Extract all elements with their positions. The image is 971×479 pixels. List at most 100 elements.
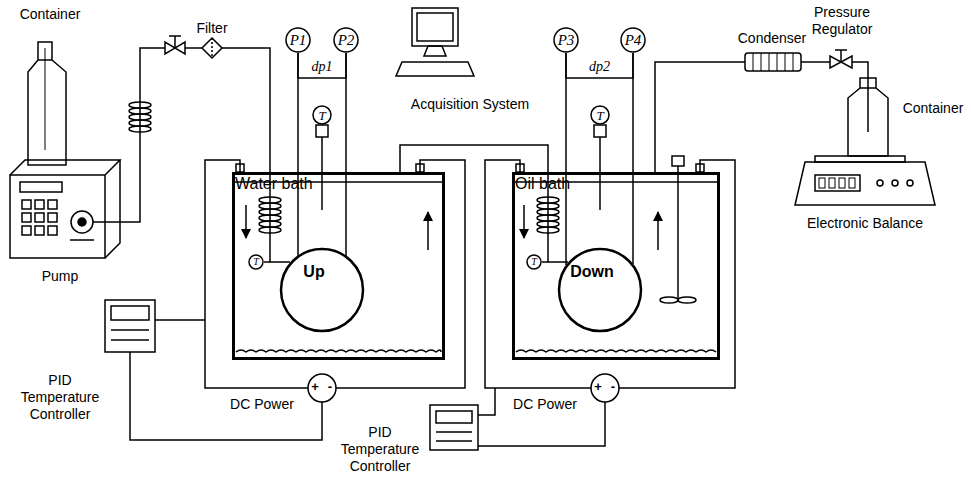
drawing-part bbox=[655, 62, 745, 172]
pump bbox=[10, 160, 120, 258]
oil-bath: DownTOil bath bbox=[512, 172, 720, 360]
drawing-part bbox=[259, 215, 281, 221]
drawing-part bbox=[259, 203, 281, 209]
drawing-part bbox=[777, 53, 778, 71]
drawing-part bbox=[849, 178, 855, 188]
drawing-part bbox=[155, 319, 205, 321]
polarity-sign: - bbox=[328, 380, 332, 393]
circle-outline bbox=[280, 248, 364, 332]
drawing-part bbox=[211, 38, 213, 58]
part-label: Acquisition System bbox=[411, 96, 529, 113]
node-label: Up bbox=[303, 264, 324, 280]
outlet-line bbox=[655, 50, 868, 172]
thermocouple: T bbox=[312, 105, 332, 125]
heater-wiring bbox=[105, 160, 735, 450]
drawing-part bbox=[259, 221, 281, 227]
drawing-part bbox=[795, 162, 935, 205]
node-label: T bbox=[531, 257, 537, 267]
connecting-tube bbox=[400, 145, 568, 262]
pressure-gauge: P4 bbox=[620, 27, 646, 53]
thermocouple: T bbox=[248, 254, 264, 270]
node-label: P2 bbox=[338, 33, 355, 48]
drawing-part bbox=[45, 48, 46, 150]
drawing-part bbox=[129, 114, 151, 120]
drawing-part bbox=[745, 53, 801, 71]
circle-outline bbox=[286, 28, 310, 52]
drawing-part bbox=[907, 180, 913, 186]
drawing-part bbox=[78, 218, 86, 226]
circle-outline bbox=[621, 28, 645, 52]
part-label: Container bbox=[20, 6, 81, 23]
drawing-part bbox=[20, 182, 62, 192]
test-coil: Down bbox=[558, 248, 642, 332]
drawing-part bbox=[840, 50, 842, 62]
drawing-part bbox=[71, 211, 93, 233]
pressure-gauge: P1 bbox=[285, 27, 311, 53]
feed-pipe bbox=[93, 36, 290, 262]
test-coil: Up bbox=[280, 248, 364, 332]
drawing-part bbox=[785, 53, 786, 71]
drawing-part bbox=[245, 205, 247, 238]
drawing-part bbox=[753, 53, 793, 71]
drawing-part bbox=[35, 200, 44, 209]
drawing-part bbox=[22, 200, 57, 235]
drawing-part bbox=[48, 200, 57, 209]
node-label: P1 bbox=[290, 33, 307, 48]
drawing-part bbox=[22, 200, 31, 209]
drawing-part bbox=[129, 102, 151, 132]
drawing-part bbox=[297, 53, 299, 256]
circle-outline bbox=[554, 28, 578, 52]
drawing-part bbox=[35, 213, 44, 222]
part-label: PID Temperature Controller bbox=[13, 372, 108, 422]
drawing-part bbox=[436, 431, 472, 433]
drawing-part bbox=[678, 297, 696, 303]
drawing-part bbox=[130, 352, 322, 440]
edge-label: dp2 bbox=[588, 59, 611, 74]
thermocouple: T bbox=[590, 105, 610, 125]
balance bbox=[795, 156, 935, 205]
drawing-part bbox=[316, 125, 328, 137]
drawing-part bbox=[839, 178, 845, 188]
differential-pressure-line bbox=[566, 53, 633, 78]
drawing-part bbox=[10, 175, 105, 258]
circle-outline bbox=[558, 248, 642, 332]
oil-surface bbox=[516, 350, 716, 352]
feed-container bbox=[28, 42, 66, 165]
drawing-part bbox=[594, 125, 606, 137]
part-label: DC Power bbox=[513, 396, 577, 413]
drawing-part bbox=[427, 212, 429, 250]
drawing-part bbox=[28, 60, 66, 165]
circle-outline bbox=[249, 255, 263, 269]
part-label: Pressure Regulator bbox=[802, 4, 882, 38]
drawing-part bbox=[202, 38, 222, 58]
drawing-part bbox=[264, 261, 270, 263]
drawing-part bbox=[677, 166, 679, 300]
drawing-part bbox=[478, 388, 495, 415]
polarity-sign: + bbox=[311, 380, 319, 393]
drawing-part bbox=[852, 62, 868, 132]
drawing-part bbox=[169, 35, 181, 37]
part-label: Electronic Balance bbox=[807, 215, 923, 232]
drawing-part bbox=[345, 53, 347, 256]
differential-pressure-line bbox=[298, 53, 346, 78]
drawing-part bbox=[815, 156, 905, 162]
drawing-part bbox=[129, 120, 151, 126]
drawing-part bbox=[259, 197, 281, 203]
drawing-part bbox=[565, 53, 567, 265]
node-label: Water bath bbox=[235, 175, 313, 192]
drawing-part bbox=[424, 46, 446, 56]
drawing-part bbox=[111, 329, 149, 331]
polarity-sign: - bbox=[611, 380, 615, 393]
drawing-part bbox=[436, 440, 472, 442]
drawing-part bbox=[70, 239, 94, 241]
drawing-part bbox=[892, 180, 898, 186]
drawing-part bbox=[412, 8, 458, 46]
drawing-part bbox=[400, 145, 568, 262]
drawing-part bbox=[259, 197, 281, 233]
drawing-part bbox=[819, 178, 855, 188]
drawing-part bbox=[105, 300, 155, 352]
node-label: Down bbox=[570, 264, 614, 280]
